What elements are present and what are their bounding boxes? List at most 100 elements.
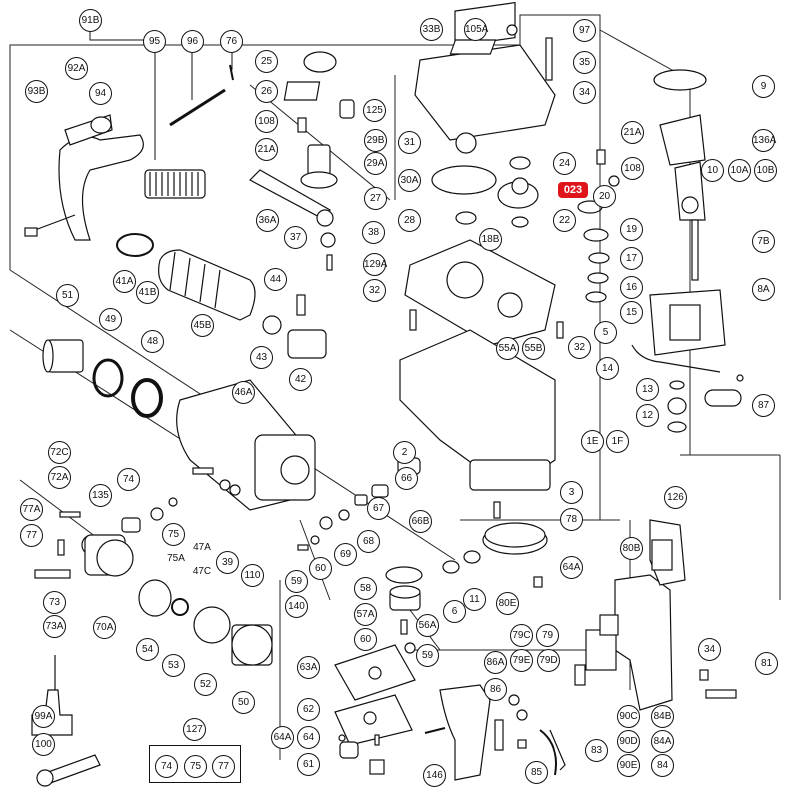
part-label[interactable]: 2 [393,441,416,464]
part-label[interactable]: 84 [651,754,674,777]
part-label[interactable]: 92A [65,57,88,80]
part-label[interactable]: 108 [255,110,278,133]
part-label[interactable]: 57A [354,603,377,626]
part-label[interactable]: 13 [636,378,659,401]
part-label[interactable]: 108 [621,157,644,180]
part-label[interactable]: 51 [56,284,79,307]
part-label[interactable]: 146 [423,764,446,787]
part-label[interactable]: 27 [364,187,387,210]
part-label[interactable]: 41B [136,281,159,304]
part-label[interactable]: 59 [416,644,439,667]
part-label[interactable]: 66 [395,467,418,490]
part-label[interactable]: 54 [136,638,159,661]
part-label[interactable]: 46A [232,381,255,404]
part-label[interactable]: 17 [620,247,643,270]
part-label[interactable]: 42 [289,368,312,391]
part-label[interactable]: 90C [617,705,640,728]
part-label[interactable]: 34 [573,81,596,104]
part-label[interactable]: 81 [755,652,778,675]
part-label[interactable]: 69 [334,543,357,566]
part-label[interactable]: 86A [484,651,507,674]
part-label[interactable]: 110 [241,564,264,587]
part-label[interactable]: 86 [484,678,507,701]
part-label[interactable]: 64A [271,726,294,749]
part-label[interactable]: 63A [297,656,320,679]
part-label[interactable]: 21A [255,138,278,161]
part-label[interactable]: 43 [250,346,273,369]
part-label[interactable]: 30A [398,169,421,192]
part-label[interactable]: 34 [698,638,721,661]
part-label[interactable]: 78 [560,508,583,531]
part-label[interactable]: 66B [409,510,432,533]
part-label[interactable]: 64A [560,556,583,579]
part-label[interactable]: 22 [553,209,576,232]
part-label[interactable]: 10A [728,159,751,182]
part-label[interactable]: 84A [651,730,674,753]
part-label[interactable]: 72A [48,466,71,489]
part-label[interactable]: 62 [297,698,320,721]
part-label[interactable]: 52 [194,673,217,696]
part-label[interactable]: 10B [754,159,777,182]
part-label[interactable]: 77 [20,524,43,547]
part-label[interactable]: 93B [25,80,48,103]
part-label[interactable]: 53 [162,654,185,677]
part-label[interactable]: 16 [620,276,643,299]
part-label[interactable]: 64 [297,726,320,749]
part-label[interactable]: 58 [354,577,377,600]
part-label[interactable]: 49 [99,308,122,331]
part-label[interactable]: 70A [93,616,116,639]
part-label[interactable]: 1E [581,430,604,453]
part-label[interactable]: 18B [479,228,502,251]
part-label[interactable]: 90D [617,730,640,753]
part-label[interactable]: 29B [364,129,387,152]
part-label[interactable]: 29A [364,152,387,175]
part-label[interactable]: 79E [510,649,533,672]
part-label[interactable]: 60 [354,628,377,651]
part-label[interactable]: 97 [573,19,596,42]
part-label[interactable]: 19 [620,218,643,241]
part-label[interactable]: 75 [162,523,185,546]
part-label[interactable]: 59 [285,570,308,593]
part-label[interactable]: 21A [621,121,644,144]
part-label[interactable]: 90E [617,754,640,777]
part-label[interactable]: 83 [585,739,608,762]
part-label[interactable]: 39 [216,551,239,574]
part-label[interactable]: 31 [398,131,421,154]
part-label[interactable]: 6 [443,600,466,623]
part-label[interactable]: 95 [143,30,166,53]
part-label[interactable]: 60 [309,557,332,580]
part-label[interactable]: 20 [593,185,616,208]
part-label[interactable]: 96 [181,30,204,53]
part-label[interactable]: 25 [255,50,278,73]
part-label[interactable]: 11 [463,588,486,611]
part-label[interactable]: 32 [568,336,591,359]
part-label[interactable]: 26 [255,80,278,103]
part-label[interactable]: 33B [420,18,443,41]
part-label[interactable]: 74 [117,468,140,491]
part-label[interactable]: 126 [664,486,687,509]
part-label[interactable]: 12 [636,404,659,427]
part-label[interactable]: 32 [363,279,386,302]
part-label[interactable]: 48 [141,330,164,353]
part-label[interactable]: 28 [398,209,421,232]
part-label[interactable]: 125 [363,99,386,122]
part-label[interactable]: 135 [89,484,112,507]
part-label[interactable]: 41A [113,270,136,293]
part-label[interactable]: 35 [573,51,596,74]
kit-label[interactable]: 127 [183,718,206,741]
part-label[interactable]: 9 [752,75,775,98]
part-label[interactable]: 36A [256,209,279,232]
part-label[interactable]: 105A [464,18,488,41]
part-label[interactable]: 75 [184,755,207,778]
part-label[interactable]: 129A [363,253,387,276]
part-label[interactable]: 73A [43,615,66,638]
part-label[interactable]: 84B [651,705,674,728]
part-label[interactable]: 47C [192,566,212,577]
part-label[interactable]: 75A [167,553,185,564]
part-label[interactable]: 74 [155,755,178,778]
part-label[interactable]: 5 [594,321,617,344]
part-label[interactable]: 3 [560,481,583,504]
part-label[interactable]: 56A [416,614,439,637]
part-label[interactable]: 79D [537,649,560,672]
part-label[interactable]: 100 [32,733,55,756]
